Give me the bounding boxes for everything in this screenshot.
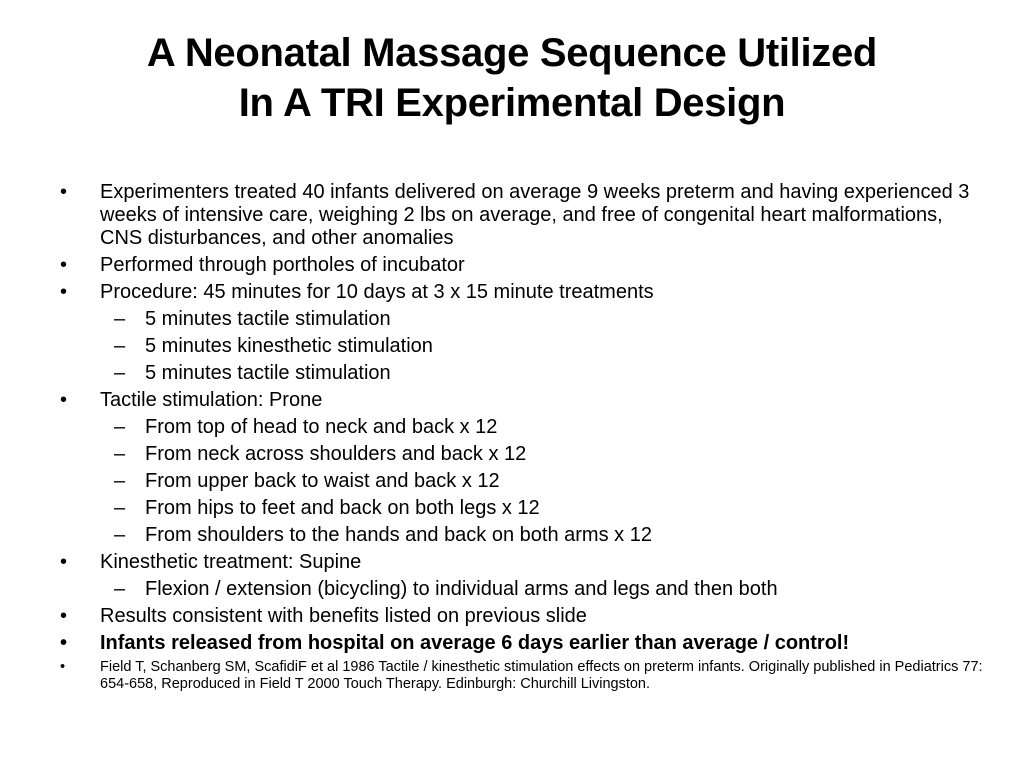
dash-marker: – (114, 443, 126, 465)
bullet-text: Field T, Schanberg SM, ScafidiF et al 19… (100, 659, 983, 692)
bullet-text: 5 minutes kinesthetic stimulation (145, 335, 433, 357)
bullet-text: Results consistent with benefits listed … (100, 605, 587, 627)
bullet-text: Experimenters treated 40 infants deliver… (100, 181, 970, 249)
bullet-marker: • (60, 551, 68, 573)
bullet-marker: • (60, 389, 68, 411)
slide-title-line-2: In A TRI Experimental Design (238, 81, 786, 125)
bullet-text: From top of head to neck and back x 12 (145, 416, 498, 438)
bullet-item: • Tactile stimulation: Prone (60, 389, 990, 412)
bullet-marker: • (60, 605, 68, 627)
sub-bullet-item: –From neck across shoulders and back x 1… (60, 443, 990, 466)
bullet-item: • Field T, Schanberg SM, ScafidiF et al 1… (60, 659, 990, 693)
bullet-list: • Experimenters treated 40 infants delive… (60, 181, 990, 697)
bullet-marker: • (60, 254, 68, 276)
dash-marker: – (114, 524, 126, 546)
bullet-text: Performed through portholes of incubator (100, 254, 465, 276)
sub-bullet-item: –5 minutes tactile stimulation (60, 308, 990, 331)
bullet-text: Kinesthetic treatment: Supine (100, 551, 362, 573)
bullet-item: • Results consistent with benefits listed… (60, 605, 990, 628)
slide-title: A Neonatal Massage Sequence Utilized In … (30, 28, 994, 128)
bullet-marker: • (60, 281, 68, 303)
bullet-item: • Infants released from hospital on avera… (60, 632, 990, 655)
bullet-text: Infants released from hospital on averag… (100, 632, 850, 654)
sub-bullet-item: –5 minutes tactile stimulation (60, 362, 990, 385)
dash-marker: – (114, 308, 126, 330)
bullet-text: 5 minutes tactile stimulation (145, 308, 391, 330)
sub-bullet-item: –From shoulders to the hands and back on… (60, 524, 990, 547)
dash-marker: – (114, 362, 126, 384)
slide-title-line-1: A Neonatal Massage Sequence Utilized (146, 31, 878, 75)
dash-marker: – (114, 470, 126, 492)
sub-bullet-item: –Flexion / extension (bicycling) to indi… (60, 578, 990, 601)
sub-bullet-item: –From hips to feet and back on both legs… (60, 497, 990, 520)
sub-bullet-item: –From upper back to waist and back x 12 (60, 470, 990, 493)
bullet-text: Tactile stimulation: Prone (100, 389, 323, 411)
bullet-marker: • (60, 659, 66, 675)
dash-marker: – (114, 416, 126, 438)
bullet-item: • Performed through portholes of incubato… (60, 254, 990, 277)
bullet-item: • Procedure: 45 minutes for 10 days at 3 … (60, 281, 990, 304)
bullet-item: • Experimenters treated 40 infants delive… (60, 181, 990, 250)
dash-marker: – (114, 497, 126, 519)
bullet-text: Procedure: 45 minutes for 10 days at 3 x… (100, 281, 654, 303)
bullet-text: 5 minutes tactile stimulation (145, 362, 391, 384)
bullet-text: From neck across shoulders and back x 12 (145, 443, 527, 465)
bullet-item: • Kinesthetic treatment: Supine (60, 551, 990, 574)
bullet-text: Flexion / extension (bicycling) to indiv… (145, 578, 778, 600)
sub-bullet-item: –5 minutes kinesthetic stimulation (60, 335, 990, 358)
bullet-marker: • (60, 181, 68, 203)
bullet-text: From upper back to waist and back x 12 (145, 470, 500, 492)
sub-bullet-item: –From top of head to neck and back x 12 (60, 416, 990, 439)
dash-marker: – (114, 335, 126, 357)
bullet-marker: • (60, 632, 68, 654)
dash-marker: – (114, 578, 126, 600)
bullet-text: From shoulders to the hands and back on … (145, 524, 652, 546)
bullet-text: From hips to feet and back on both legs … (145, 497, 540, 519)
